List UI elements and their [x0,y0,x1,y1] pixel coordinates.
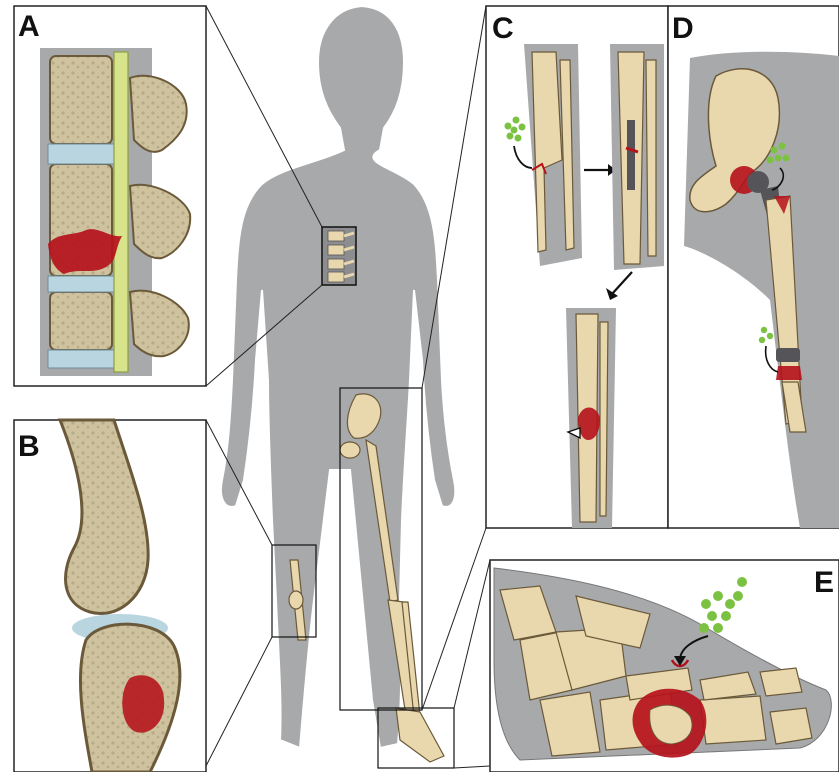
intramedullary-nail [627,120,635,190]
panel-c: C [486,6,668,528]
panel-b: B [14,420,206,772]
panel-a: A [14,6,206,386]
panel-e-label: E [814,566,834,599]
panel-d-label: D [672,12,694,45]
panel-c-label: C [492,12,514,45]
panel-e: E [490,560,839,772]
panel-a-label: A [18,10,40,43]
spine-inset-on-body [322,227,356,285]
body-silhouette [221,6,455,748]
panel-b-label: B [18,430,40,463]
knee-prosthesis [776,348,800,362]
panel-d: D [668,6,839,528]
